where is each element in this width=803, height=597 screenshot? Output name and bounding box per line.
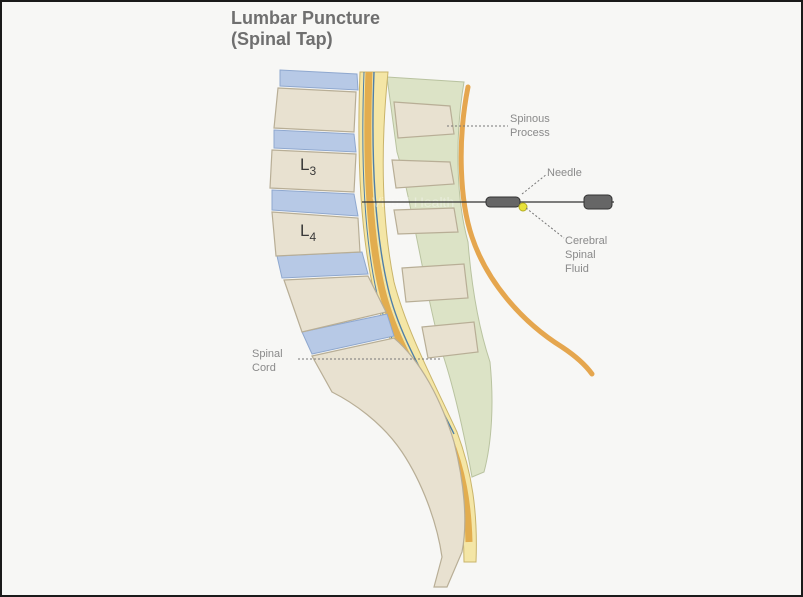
- disc-3: [272, 190, 358, 216]
- needle-hub: [486, 197, 520, 207]
- csf-leader: [526, 208, 564, 238]
- label-needle: Needle: [547, 167, 582, 179]
- spinous-process-5: [422, 322, 478, 358]
- disc-2: [274, 130, 356, 152]
- label-csf-line1: Cerebral: [565, 235, 607, 247]
- label-l3-letter: L: [300, 155, 309, 174]
- spinous-process-4: [402, 264, 468, 302]
- label-spinous-line2: Process: [510, 127, 550, 139]
- needle-leader: [522, 174, 547, 194]
- syringe-body: [584, 195, 612, 209]
- vertebra-l2: [274, 88, 356, 132]
- label-l4-number: 4: [309, 230, 316, 244]
- spinous-process-1: [394, 102, 454, 138]
- label-csf-line3: Fluid: [565, 263, 589, 275]
- disc-1: [280, 70, 358, 90]
- label-l4-letter: L: [300, 221, 309, 240]
- label-csf-line2: Spinal: [565, 249, 596, 261]
- label-l3-number: 3: [309, 164, 316, 178]
- label-spinous-line1: Spinous: [510, 113, 550, 125]
- label-cord-line2: Cord: [252, 362, 276, 374]
- spinous-process-3: [394, 208, 458, 234]
- spinous-process-2: [392, 160, 454, 188]
- label-cord-line1: Spinal: [252, 348, 283, 360]
- sacrum: [312, 338, 465, 587]
- csf-drop: [519, 203, 527, 211]
